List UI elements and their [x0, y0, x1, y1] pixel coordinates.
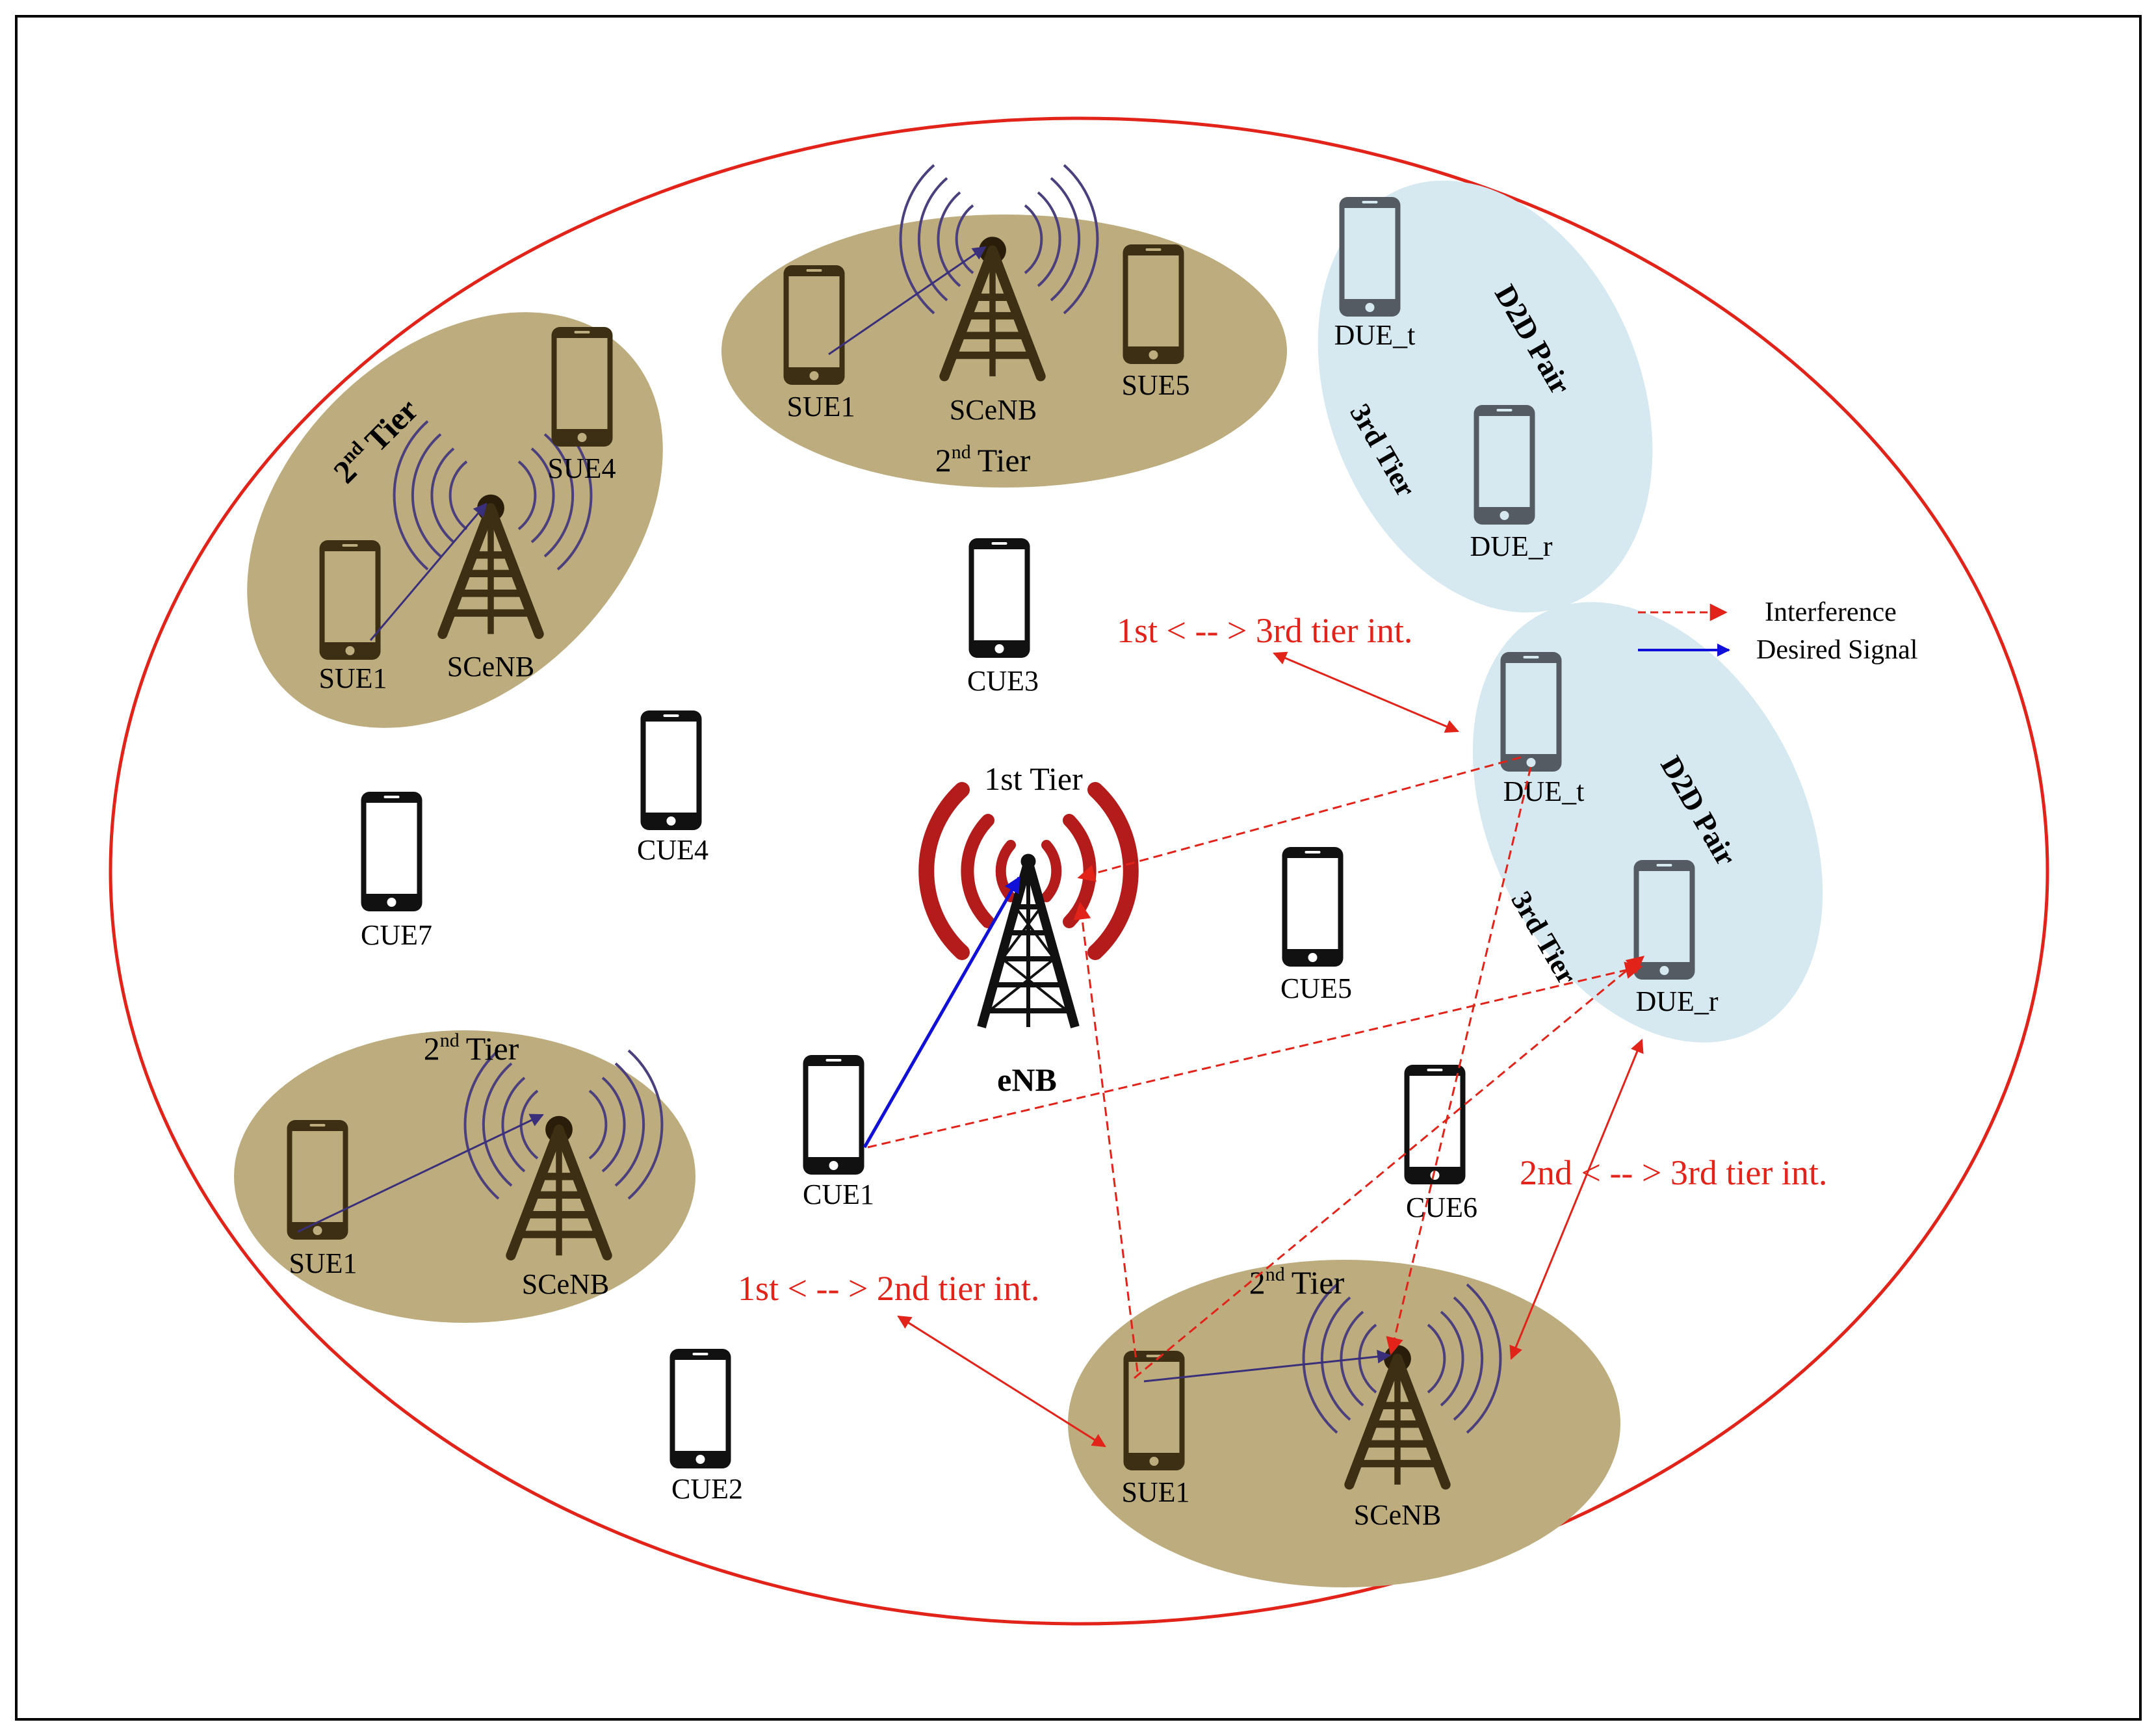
sue-label: SUE1: [318, 662, 387, 694]
desired-signal-arrow: [369, 502, 487, 641]
small-cell-lower-left: [234, 1030, 695, 1323]
cue-label: CUE4: [637, 834, 708, 866]
sue-label: SUE5: [1121, 369, 1189, 401]
sue-label: SUE1: [786, 391, 855, 423]
phone-icon: [968, 538, 1030, 658]
phone-icon: [361, 792, 422, 911]
cue-label: CUE7: [361, 919, 432, 951]
phone-icon: [1474, 405, 1535, 525]
cue-label: CUE3: [967, 665, 1039, 697]
desired-signal-arrow: [1143, 1349, 1392, 1383]
desired-signal-arrow: [297, 1114, 544, 1233]
phone-icon: [1500, 652, 1562, 772]
interference-annotation: 2nd < -- > 3rd tier int.: [1520, 1153, 1827, 1192]
phone-icon: [783, 265, 845, 385]
phone-icon: [669, 1349, 731, 1468]
cue-label: CUE2: [671, 1473, 743, 1505]
interference-annotation: 1st < -- > 2nd tier int.: [738, 1269, 1039, 1308]
scenb-label: SCeNB: [1354, 1499, 1441, 1531]
interference-links: [867, 756, 1645, 1379]
phone-icon: [1282, 847, 1344, 967]
interference-annotation: 1st < -- > 3rd tier int.: [1117, 611, 1412, 650]
phone-icon: [551, 327, 613, 447]
tier-interference-arrows: [897, 651, 1644, 1448]
sue-label: SUE1: [289, 1247, 357, 1279]
small-cell-bottom-right: [1068, 1260, 1620, 1587]
cue-label: CUE5: [1280, 972, 1352, 1004]
figure-frame: [15, 15, 2142, 1721]
phone-icon: [803, 1055, 864, 1175]
due-label: DUE_t: [1334, 319, 1416, 351]
due-label: DUE_r: [1470, 530, 1552, 562]
scenb-label: SCeNB: [522, 1268, 609, 1300]
due-label: DUE_r: [1635, 985, 1718, 1017]
d2d-zone-top: [1318, 180, 1653, 613]
macro-cell-boundary: [109, 116, 2049, 1626]
phone-icon: [319, 540, 381, 660]
phone-icon: [1633, 860, 1695, 980]
sue-label: SUE1: [1121, 1476, 1189, 1508]
phone-icon: [1123, 1351, 1185, 1470]
phone-icon: [1339, 197, 1401, 317]
phone-icon: [1123, 244, 1184, 364]
cue-label: CUE6: [1406, 1192, 1477, 1223]
desired-signal-arrow: [863, 876, 1021, 1149]
enb-label: eNB: [997, 1062, 1057, 1098]
scenb-label: SCeNB: [447, 651, 534, 683]
phone-icon: [1404, 1065, 1466, 1184]
desired-signal-arrow: [828, 246, 987, 356]
scenb-label: SCeNB: [950, 394, 1037, 426]
enb-tower-icon: [977, 853, 1080, 1028]
first-tier-label: 1st Tier: [984, 761, 1083, 797]
due-label: DUE_t: [1503, 775, 1585, 807]
legend: Interference Desired Signal: [1638, 597, 1917, 665]
phone-icon: [640, 710, 702, 830]
sue-label: SUE4: [547, 452, 616, 484]
legend-interference-label: Interference: [1765, 597, 1897, 627]
cue-label: CUE1: [803, 1179, 874, 1210]
legend-desired-label: Desired Signal: [1756, 635, 1917, 665]
